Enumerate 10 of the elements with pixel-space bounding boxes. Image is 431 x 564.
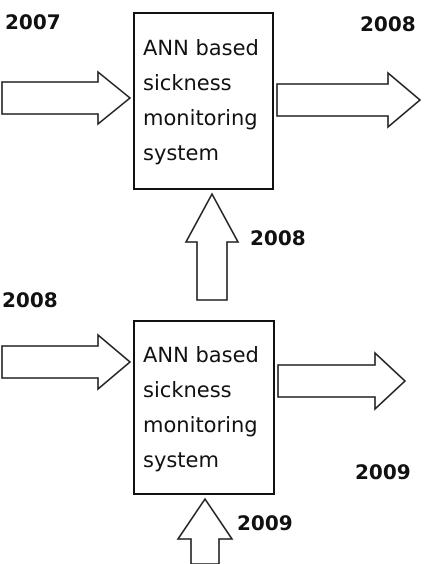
box-text: ANN based sickness monitoring system xyxy=(143,35,260,167)
block-arrow xyxy=(277,351,406,411)
process-box xyxy=(133,12,274,190)
block-arrow xyxy=(176,498,234,564)
block-arrow xyxy=(1,333,132,391)
block-arrow xyxy=(1,70,132,126)
block-arrow xyxy=(184,192,240,301)
block-arrow xyxy=(276,71,422,129)
process-box xyxy=(133,320,275,495)
box-text: ANN based sickness monitoring system xyxy=(143,342,260,474)
